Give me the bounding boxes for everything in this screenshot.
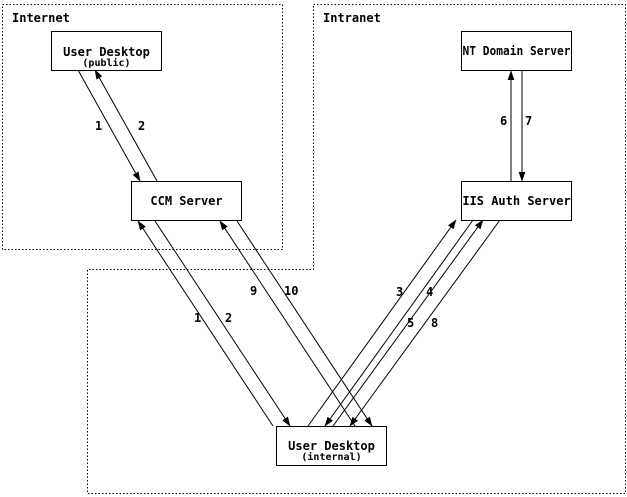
node-iis-auth-server-box	[461, 181, 572, 221]
node-ccm-server-box	[131, 181, 242, 221]
node-nt-domain-server-title: NT Domain Server	[463, 44, 571, 58]
flow-label-8-iis-internal: 8	[431, 316, 438, 330]
node-nt-domain-server: NT Domain Server	[461, 31, 572, 71]
connection-line-10-ccm-to-internal	[236, 220, 373, 427]
flow-label-9-internal-ccm: 9	[250, 284, 257, 298]
flow-label-10-ccm-internal: 10	[284, 284, 298, 298]
flow-label-2-ccm-internal: 2	[225, 311, 232, 325]
node-user-desktop-public: User Desktop (public)	[51, 31, 162, 71]
node-user-desktop-public-box	[51, 31, 162, 71]
node-iis-auth-server: IIS Auth Server	[461, 181, 572, 221]
flow-label-7-nt-iis: 7	[525, 114, 532, 128]
node-user-desktop-internal: User Desktop (internal)	[276, 426, 387, 466]
flow-label-2-ccm-public: 2	[138, 119, 145, 133]
node-ccm-server-title: CCM Server	[150, 194, 222, 208]
node-user-desktop-internal-title: User Desktop	[288, 439, 375, 453]
connection-line-1-public-to-ccm	[77, 69, 141, 182]
flow-label-3-internal-iis: 3	[396, 285, 403, 299]
connection-line-2-ccm-to-public	[94, 69, 158, 182]
node-user-desktop-public-title: User Desktop	[63, 45, 150, 59]
connection-line-8-iis-to-internal	[349, 219, 501, 427]
connection-line-5-internal-to-iis	[332, 219, 484, 427]
node-user-desktop-internal-box	[276, 426, 387, 466]
flow-label-1-internal-ccm: 1	[194, 311, 201, 325]
connection-line-2-ccm-to-internal	[154, 220, 291, 427]
flow-label-5-internal-iis: 5	[407, 316, 414, 330]
flow-label-6-iis-nt: 6	[500, 114, 507, 128]
node-nt-domain-server-box	[461, 31, 572, 71]
node-ccm-server: CCM Server	[131, 181, 242, 221]
node-user-desktop-public-subtitle: (public)	[82, 57, 130, 69]
intranet-zone-border	[87, 4, 626, 494]
internet-zone-label: Internet	[12, 11, 70, 25]
connection-line-4-iis-to-internal	[324, 219, 474, 427]
node-user-desktop-internal-subtitle: (internal)	[301, 451, 361, 463]
intranet-zone-label: Intranet	[323, 11, 381, 25]
flow-label-4-iis-internal: 4	[426, 285, 433, 299]
flow-label-1-public-ccm: 1	[95, 119, 102, 133]
connection-line-1-internal-to-ccm	[137, 220, 274, 427]
internet-zone-border	[2, 4, 283, 250]
connection-line-3-internal-to-iis	[307, 219, 457, 427]
node-iis-auth-server-title: IIS Auth Server	[462, 194, 570, 208]
connection-line-9-internal-to-ccm	[219, 220, 356, 427]
